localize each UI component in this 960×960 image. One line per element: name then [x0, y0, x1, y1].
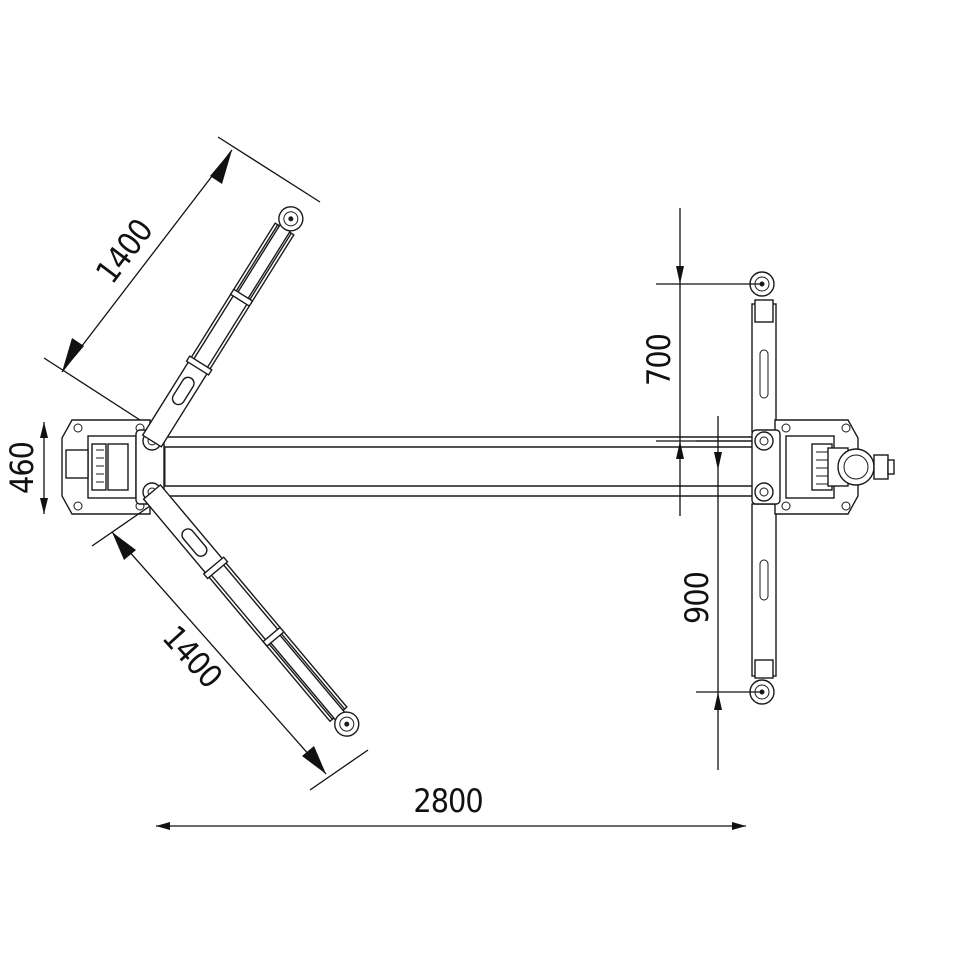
dimension-2800: 2800 [156, 782, 746, 830]
right-lower-arm [749, 503, 777, 705]
cross-beam [150, 436, 765, 497]
dimension-460: 460 [3, 422, 48, 514]
dimension-label-1400-upper: 1400 [88, 212, 160, 290]
dimension-label-900: 900 [678, 572, 716, 624]
dimension-900: 900 [678, 416, 762, 770]
dimension-label-2800: 2800 [413, 782, 482, 820]
dimension-1400-lower: 1400 [91, 505, 369, 791]
right-upper-arm [749, 271, 777, 433]
dimension-label-460: 460 [3, 442, 41, 494]
lower-left-arm [142, 483, 360, 737]
dimension-label-1400-lower: 1400 [155, 618, 230, 695]
upper-left-arm [141, 206, 304, 448]
dimension-label-700: 700 [640, 334, 678, 386]
dimension-700: 700 [640, 208, 762, 516]
power-unit-motor [827, 447, 895, 487]
